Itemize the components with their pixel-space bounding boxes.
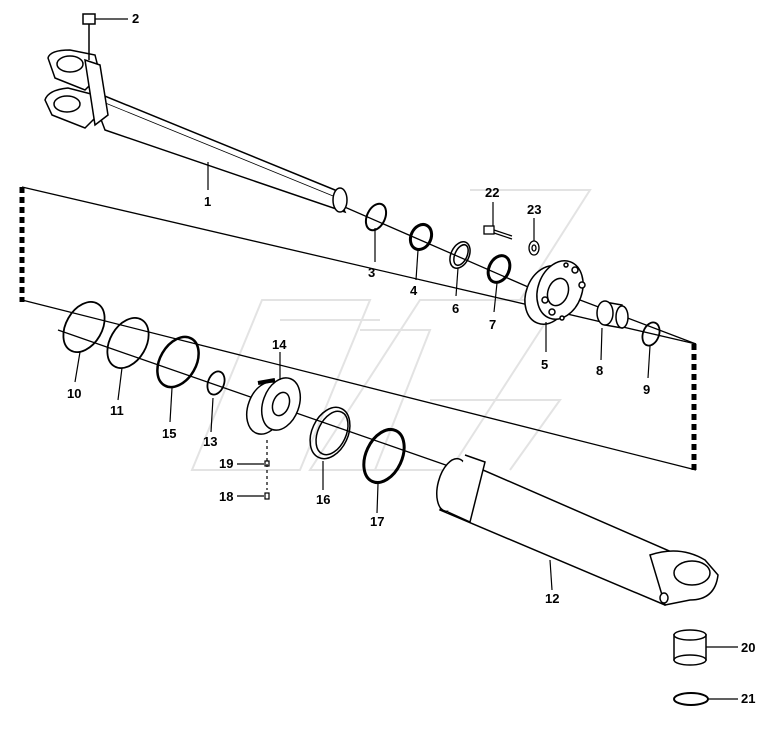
callout-13: 13 bbox=[203, 434, 218, 449]
callout-16: 16 bbox=[316, 492, 331, 507]
callout-1: 1 bbox=[204, 194, 212, 209]
callout-14: 14 bbox=[272, 337, 287, 352]
piston-seal-17 bbox=[362, 428, 406, 484]
backup-ring-11 bbox=[106, 317, 150, 369]
wear-ring-16 bbox=[309, 406, 351, 460]
seal-ring-15 bbox=[156, 335, 200, 389]
cylinder-barrel-12 bbox=[436, 454, 719, 606]
o-ring-13 bbox=[206, 370, 226, 396]
callout-15: 15 bbox=[162, 426, 177, 441]
snap-ring-21 bbox=[673, 692, 709, 706]
o-ring-9 bbox=[641, 321, 661, 347]
callout-20: 20 bbox=[741, 640, 756, 655]
callout-5: 5 bbox=[541, 357, 549, 372]
piston-rod bbox=[44, 13, 348, 214]
callout-6: 6 bbox=[452, 301, 460, 316]
callout-9: 9 bbox=[643, 382, 651, 397]
snap-ring-3 bbox=[364, 202, 388, 232]
leader-lines bbox=[74, 18, 738, 700]
washer-23 bbox=[528, 240, 540, 256]
cylinder-head-5 bbox=[524, 260, 586, 325]
callout-22: 22 bbox=[485, 185, 500, 200]
callout-10: 10 bbox=[67, 386, 82, 401]
o-ring-10 bbox=[62, 301, 106, 353]
callout-8: 8 bbox=[596, 363, 604, 378]
callout-7: 7 bbox=[489, 317, 497, 332]
callout-3: 3 bbox=[368, 265, 376, 280]
callout-18: 18 bbox=[219, 489, 234, 504]
callout-17: 17 bbox=[370, 514, 385, 529]
callout-23: 23 bbox=[527, 202, 542, 217]
bushing-8 bbox=[596, 300, 629, 329]
piston-14 bbox=[245, 377, 302, 435]
ball-18 bbox=[264, 492, 270, 500]
callout-2: 2 bbox=[132, 11, 140, 26]
callout-11: 11 bbox=[110, 403, 124, 418]
callout-19: 19 bbox=[219, 456, 234, 471]
bolt-22 bbox=[483, 225, 513, 240]
callout-4: 4 bbox=[410, 283, 418, 298]
callout-12: 12 bbox=[545, 591, 560, 606]
callout-21: 21 bbox=[741, 691, 756, 706]
dashed-boundary bbox=[19, 187, 697, 472]
assembly-guide-lines bbox=[21, 186, 697, 471]
backup-ring-6 bbox=[449, 241, 471, 269]
bushing-20 bbox=[673, 629, 707, 666]
wiper-seal-4 bbox=[408, 222, 434, 252]
rod-seal-7 bbox=[486, 254, 512, 284]
